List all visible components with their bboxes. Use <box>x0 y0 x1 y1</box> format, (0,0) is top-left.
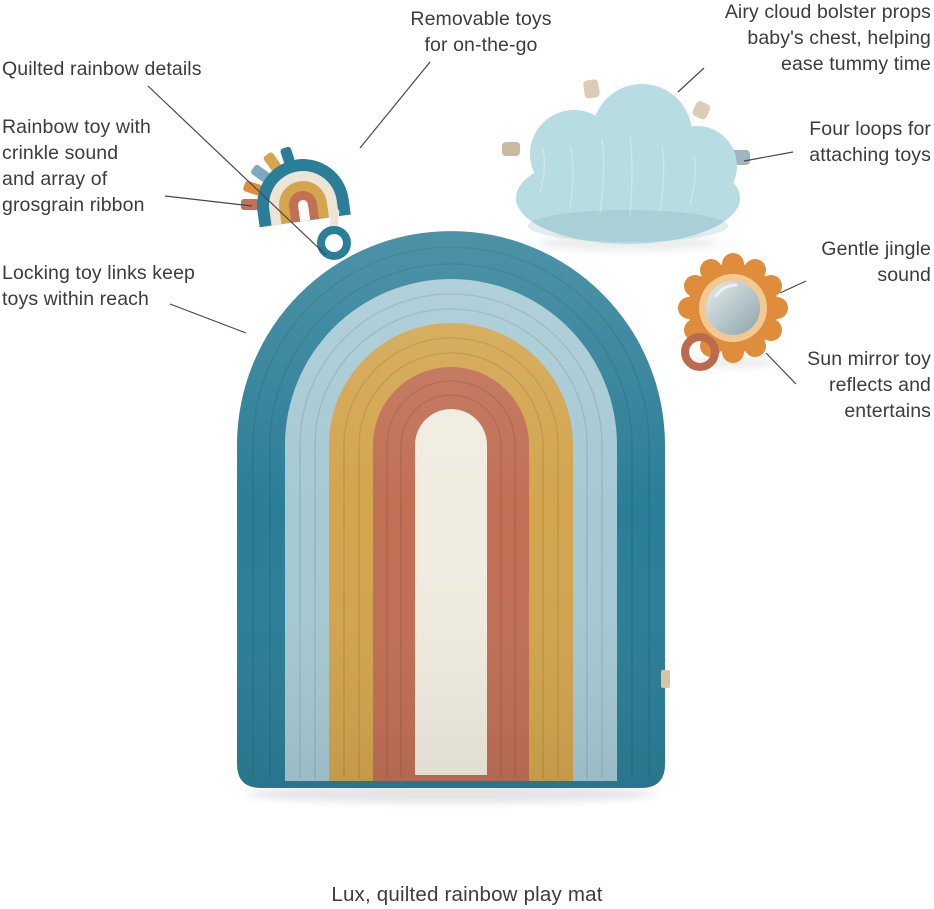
callout-locking-toy-links: Locking toy links keep toys within reach <box>2 262 195 310</box>
leader-lines <box>147 61 807 385</box>
callout-removable-toys: Removable toys for on-the-go <box>410 8 552 56</box>
rainbow-play-mat-illustration <box>237 231 670 788</box>
leader-sun-mirror <box>765 352 797 385</box>
leader-rainbow-toy <box>164 195 253 207</box>
product-caption: Lux, quilted rainbow play mat <box>331 883 603 906</box>
callout-sun-mirror-toy: Sun mirror toy reflects and entertains <box>807 348 931 422</box>
leader-four-loops <box>743 151 794 162</box>
mat-side-tag <box>661 670 670 688</box>
callout-quilted-rainbow-details: Quilted rainbow details <box>2 58 202 80</box>
rainbow-crinkle-toy-illustration <box>241 146 351 228</box>
leader-removable-toys <box>359 61 431 149</box>
sun-toy-link-ring <box>681 333 719 371</box>
callout-gentle-jingle: Gentle jingle sound <box>821 238 931 286</box>
leader-jingle <box>779 280 807 294</box>
mat-sheen-overlay <box>237 231 665 788</box>
leader-quilted-details <box>147 85 327 256</box>
toy-link-ring <box>317 208 351 260</box>
grosgrain-ribbons <box>241 146 295 210</box>
leader-locking-links <box>169 303 247 334</box>
callout-four-loops: Four loops for attaching toys <box>809 118 931 166</box>
mirror-surface <box>706 281 760 335</box>
callout-airy-cloud-bolster: Airy cloud bolster props baby's chest, h… <box>724 1 931 75</box>
leader-airy-cloud <box>677 67 705 93</box>
cloud-crinkle-texture <box>539 135 696 217</box>
cloud-bolster-illustration <box>502 79 750 244</box>
sun-mirror-toy-illustration <box>678 253 788 371</box>
callout-rainbow-toy: Rainbow toy with crinkle sound and array… <box>2 116 152 216</box>
